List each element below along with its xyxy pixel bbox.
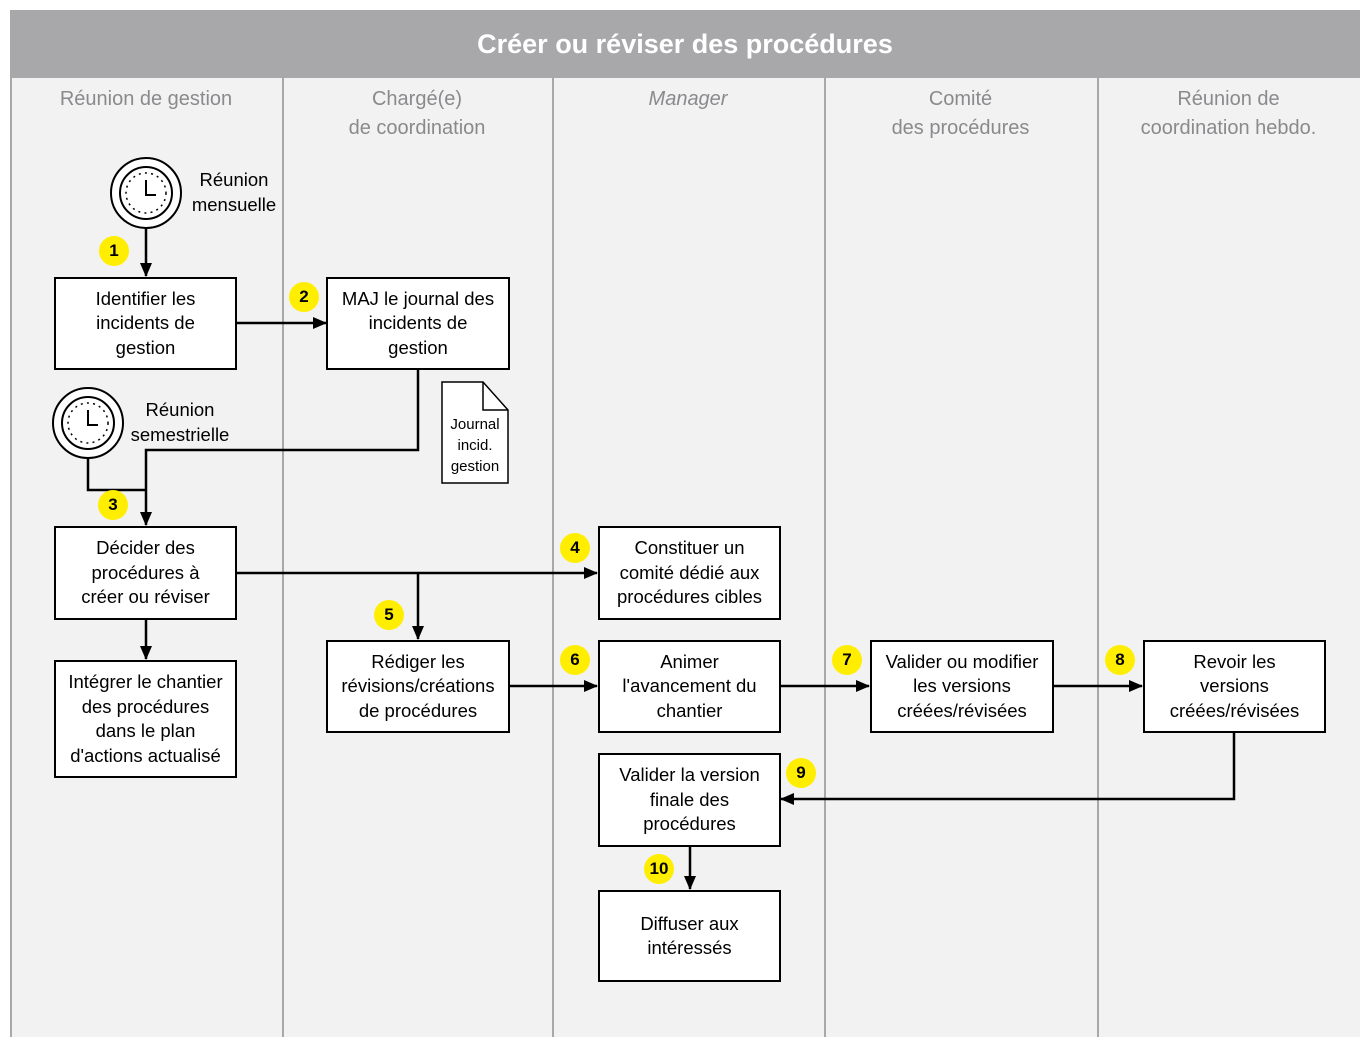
step-distribute: Diffuser aux intéressés [598, 890, 781, 982]
lane-title-coordination: Chargé(e) de coordination [348, 88, 486, 139]
document-icon [441, 381, 509, 484]
trigger-monthly-label: Réunion mensuelle [191, 169, 277, 215]
step-number-badge: 7 [832, 645, 862, 675]
step-number-badge: 5 [374, 600, 404, 630]
step-integrate-plan: Intégrer le chantier des procédures dans… [54, 660, 237, 778]
step-number-badge: 6 [560, 645, 590, 675]
step-review-versions: Revoir les versions créées/révisées [1143, 640, 1326, 733]
lane-bg-hebdo [1099, 78, 1360, 1037]
lane-title-manager: Manager [648, 88, 728, 110]
lane-title-gestion: Réunion de gestion [59, 88, 233, 110]
step-identify-incidents: Identifier les incidents de gestion [54, 277, 237, 370]
step-number-badge: 1 [99, 236, 129, 266]
lane-divider [10, 78, 12, 1037]
lane-divider [1097, 78, 1099, 1037]
clock-icon [52, 387, 124, 459]
step-validate-final: Valider la version finale des procédures [598, 753, 781, 847]
step-number-badge: 4 [560, 533, 590, 563]
step-number-badge: 9 [786, 758, 816, 788]
step-draft-revisions: Rédiger les révisions/créations de procé… [326, 640, 510, 733]
lane-divider [282, 78, 284, 1037]
lane-divider [552, 78, 554, 1037]
document-label: Journal incid. gestion [450, 416, 500, 475]
step-animate-progress: Animer l'avancement du chantier [598, 640, 781, 733]
trigger-biannual-label: Réunion semestrielle [130, 399, 230, 445]
diagram-title: Créer ou réviser des procédures [10, 10, 1360, 78]
step-number-badge: 2 [289, 282, 319, 312]
step-decide-procedures: Décider des procédures à créer ou révise… [54, 526, 237, 620]
lane-divider [824, 78, 826, 1037]
clock-icon [110, 157, 182, 229]
lane-bg-comite [826, 78, 1097, 1037]
step-number-badge: 3 [98, 490, 128, 520]
step-number-badge: 8 [1105, 645, 1135, 675]
step-number-badge: 10 [644, 854, 674, 884]
lane-title-comite: Comité des procédures [891, 88, 1030, 139]
step-create-committee: Constituer un comité dédié aux procédure… [598, 526, 781, 620]
step-update-log: MAJ le journal des incidents de gestion [326, 277, 510, 370]
lane-bg-coordination [284, 78, 552, 1037]
step-validate-modify: Valider ou modifier les versions créées/… [870, 640, 1054, 733]
lane-title-hebdo: Réunion de coordination hebdo. [1140, 88, 1317, 139]
